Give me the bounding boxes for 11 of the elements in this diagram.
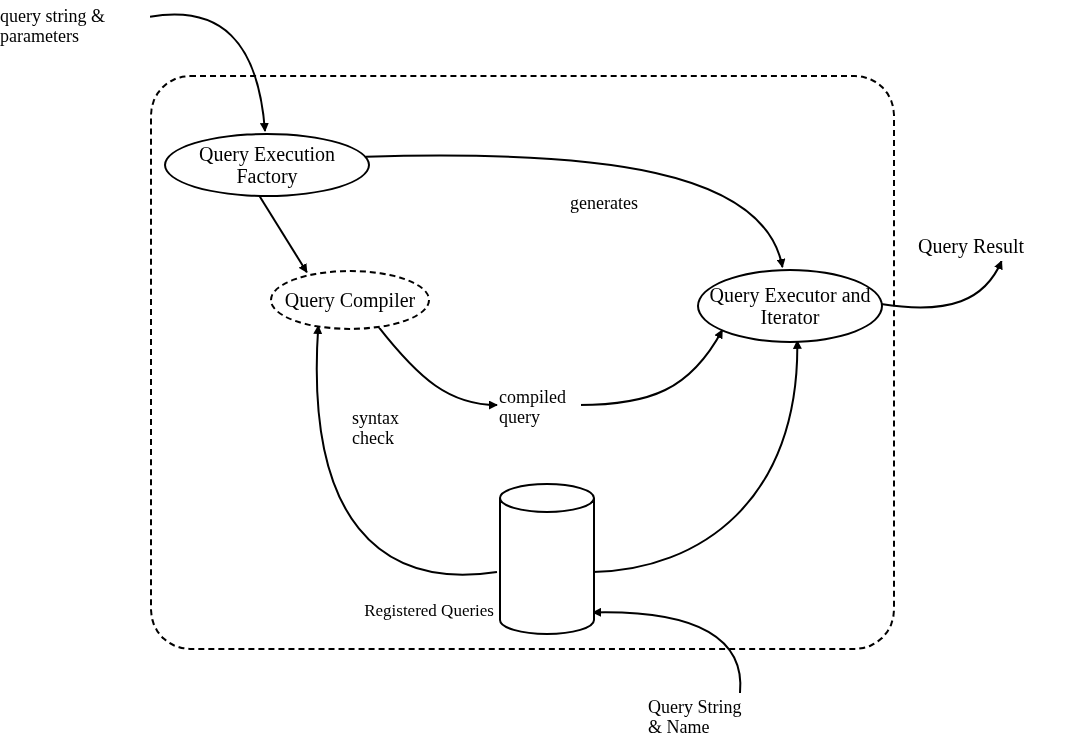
node-label: compiled query [499, 387, 567, 427]
node-label: Query Execution Factory [197, 143, 337, 187]
node-label: Query Result [918, 234, 1025, 260]
node-label: Query Executor and Iterator [708, 284, 872, 328]
node-label: query string & parameters [0, 6, 106, 46]
arrow [592, 608, 742, 694]
node-label: Query Compiler [284, 289, 416, 311]
arrow [149, 13, 269, 132]
node-label: Query String & Name [648, 697, 743, 737]
dashed-boundary [150, 75, 895, 650]
cylinder-caption: Registered Queries [363, 600, 494, 622]
